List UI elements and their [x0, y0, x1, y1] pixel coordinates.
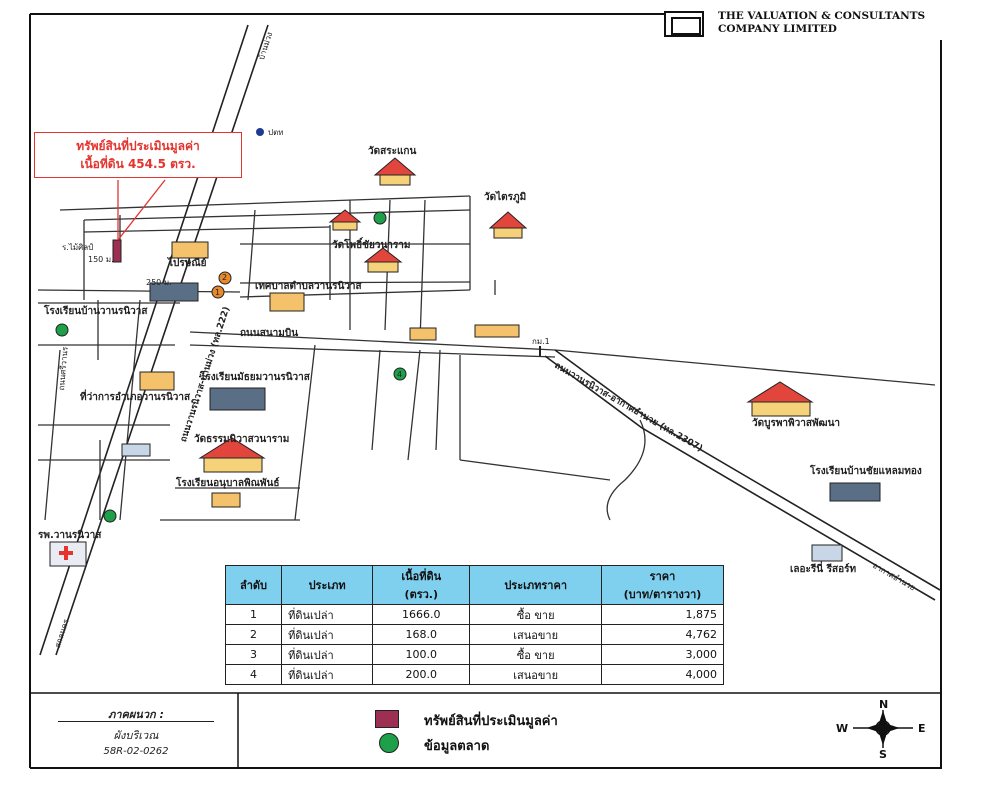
place-label: เลอะรีนี่ รีสอร์ท — [790, 564, 857, 575]
comparable-marker — [211, 271, 232, 299]
table-cell: 2 — [224, 624, 283, 645]
highway-2307 — [544, 349, 941, 601]
table-cell: 1,875 — [600, 604, 725, 625]
annex-box: ภาคผนวก : ผังบริเวณ 58R-02-0262 — [36, 695, 236, 763]
callout-leader — [117, 179, 166, 241]
table-cell: ที่ดินเปล่า — [281, 644, 374, 665]
table-header-cell: เนื้อที่ดิน(ตรว.) — [372, 565, 471, 605]
temple-icon — [488, 211, 528, 239]
compass-east: E — [918, 722, 926, 735]
map-border — [29, 13, 942, 769]
callout-line1: ทรัพย์สินที่ประเมินมูลค่า — [76, 139, 200, 153]
table-cell: ซื้อ ขาย — [469, 644, 602, 665]
place-label: วัดธรรมนิวาสวนาราม — [194, 434, 290, 445]
annex-divider — [58, 721, 214, 722]
place-label: โรงเรียนอนุบาลพิณพันธ์ — [176, 478, 280, 489]
compass-south: S — [879, 748, 887, 761]
table-cell: 3 — [224, 644, 283, 665]
table-row: 3 ที่ดินเปล่า 100.0 ซื้อ ขาย 3,000 — [224, 644, 725, 665]
building-icon — [121, 241, 843, 562]
annex-subtitle: ผังบริเวณ — [113, 729, 159, 742]
legend-market-label: ข้อมูลตลาด — [424, 739, 490, 754]
company-name-line2: COMPANY LIMITED — [718, 23, 837, 35]
compass-north: N — [879, 698, 889, 711]
compass-icon — [853, 710, 913, 748]
table-cell: ที่ดินเปล่า — [281, 604, 374, 625]
place-label: รพ.วานรนิวาส — [38, 530, 102, 541]
company-header: THE VALUATION & CONSULTANTS COMPANY LIMI… — [664, 8, 994, 40]
market-data-point — [55, 211, 407, 523]
temple-icon — [363, 247, 403, 273]
table-cell: ที่ดินเปล่า — [281, 664, 374, 685]
market-legend-swatch — [379, 733, 399, 753]
distance-label: 250 ม. — [146, 278, 172, 287]
place-label: วัดไตรภูมิ — [484, 192, 527, 203]
table-cell: 1666.0 — [372, 604, 471, 625]
place-label: ที่ว่าการอำเภอวานรนิวาส — [80, 392, 191, 403]
legend-subject-label: ทรัพย์สินที่ประเมินมูลค่า — [424, 714, 558, 729]
table-cell: 1 — [224, 604, 283, 625]
table-cell: เสนอขาย — [469, 624, 602, 645]
temple-icon — [328, 209, 362, 231]
table-header-cell: ประเภท — [281, 565, 374, 605]
table-cell: 4 — [224, 664, 283, 685]
place-label: วัดโพธิ์ชัยวนาราม — [332, 240, 411, 251]
table-cell: ที่ดินเปล่า — [281, 624, 374, 645]
subject-property-marker — [112, 239, 122, 263]
place-label: เทศบาลตำบลวานรนิวาส — [255, 281, 362, 292]
comparable-number: 2 — [222, 273, 228, 282]
comparable-number: 1 — [215, 288, 221, 297]
table-cell: 3,000 — [600, 644, 725, 665]
school-building-icon — [149, 282, 881, 502]
comparable-number: 4 — [397, 370, 403, 379]
table-cell: 4,762 — [600, 624, 725, 645]
annex-title: ภาคผนวก : — [108, 708, 164, 721]
road-network — [37, 195, 936, 521]
compass-west: W — [836, 722, 849, 735]
table-cell: 200.0 — [372, 664, 471, 685]
gas-station-icon — [256, 128, 264, 136]
temple-icon — [373, 157, 417, 186]
place-label: ปตท — [268, 128, 284, 137]
place-label: ไปรษณีย์ — [168, 258, 207, 269]
temple-icon — [198, 437, 266, 473]
place-label: โรงเรียนบ้านชัยแหลมทอง — [810, 466, 922, 477]
place-label: โรงเรียนบ้านวานรนิวาส — [44, 306, 148, 317]
subject-callout: ทรัพย์สินที่ประเมินมูลค่า เนื้อที่ดิน 45… — [34, 132, 242, 178]
table-header-row: ลำดับ ประเภท เนื้อที่ดิน(ตรว.) ประเภทราค… — [224, 565, 725, 605]
callout-line2: เนื้อที่ดิน 454.5 ตรว. — [80, 157, 196, 171]
table-header-cell: ราคา(บาท/ตารางวา) — [600, 565, 725, 605]
road-label: ถนนสนามบิน — [240, 328, 299, 339]
place-label: กม.1 — [532, 337, 550, 346]
table-header-cell: ลำดับ — [224, 565, 283, 605]
hospital-icon — [49, 541, 87, 567]
place-label: วัดบูรพาพิวาสพัฒนา — [752, 418, 841, 429]
table-cell: 168.0 — [372, 624, 471, 645]
temple-icon — [746, 381, 814, 417]
table-cell: ซื้อ ขาย — [469, 604, 602, 625]
market-data-table: ลำดับ ประเภท เนื้อที่ดิน(ตรว.) ประเภทราค… — [224, 565, 725, 685]
company-name-line1: THE VALUATION & CONSULTANTS — [718, 10, 926, 22]
annex-code: 58R-02-0262 — [103, 746, 169, 757]
table-row: 2 ที่ดินเปล่า 168.0 เสนอขาย 4,762 — [224, 624, 725, 645]
table-row: 4 ที่ดินเปล่า 200.0 เสนอขาย 4,000 — [224, 664, 725, 685]
table-header-cell: ประเภทราคา — [469, 565, 602, 605]
company-logo-icon — [664, 11, 704, 37]
place-label: วัดสระแกน — [368, 146, 417, 157]
distance-label: 150 ม. — [88, 255, 114, 264]
table-row: 1 ที่ดินเปล่า 1666.0 ซื้อ ขาย 1,875 — [224, 604, 725, 625]
subject-legend-swatch — [375, 710, 399, 728]
table-cell: เสนอขาย — [469, 664, 602, 685]
table-cell: 100.0 — [372, 644, 471, 665]
place-label: ร.ไม้ศิลป์ — [62, 243, 94, 252]
place-label: โรงเรียนมัธยมวานรนิวาส — [200, 372, 310, 383]
table-cell: 4,000 — [600, 664, 725, 685]
